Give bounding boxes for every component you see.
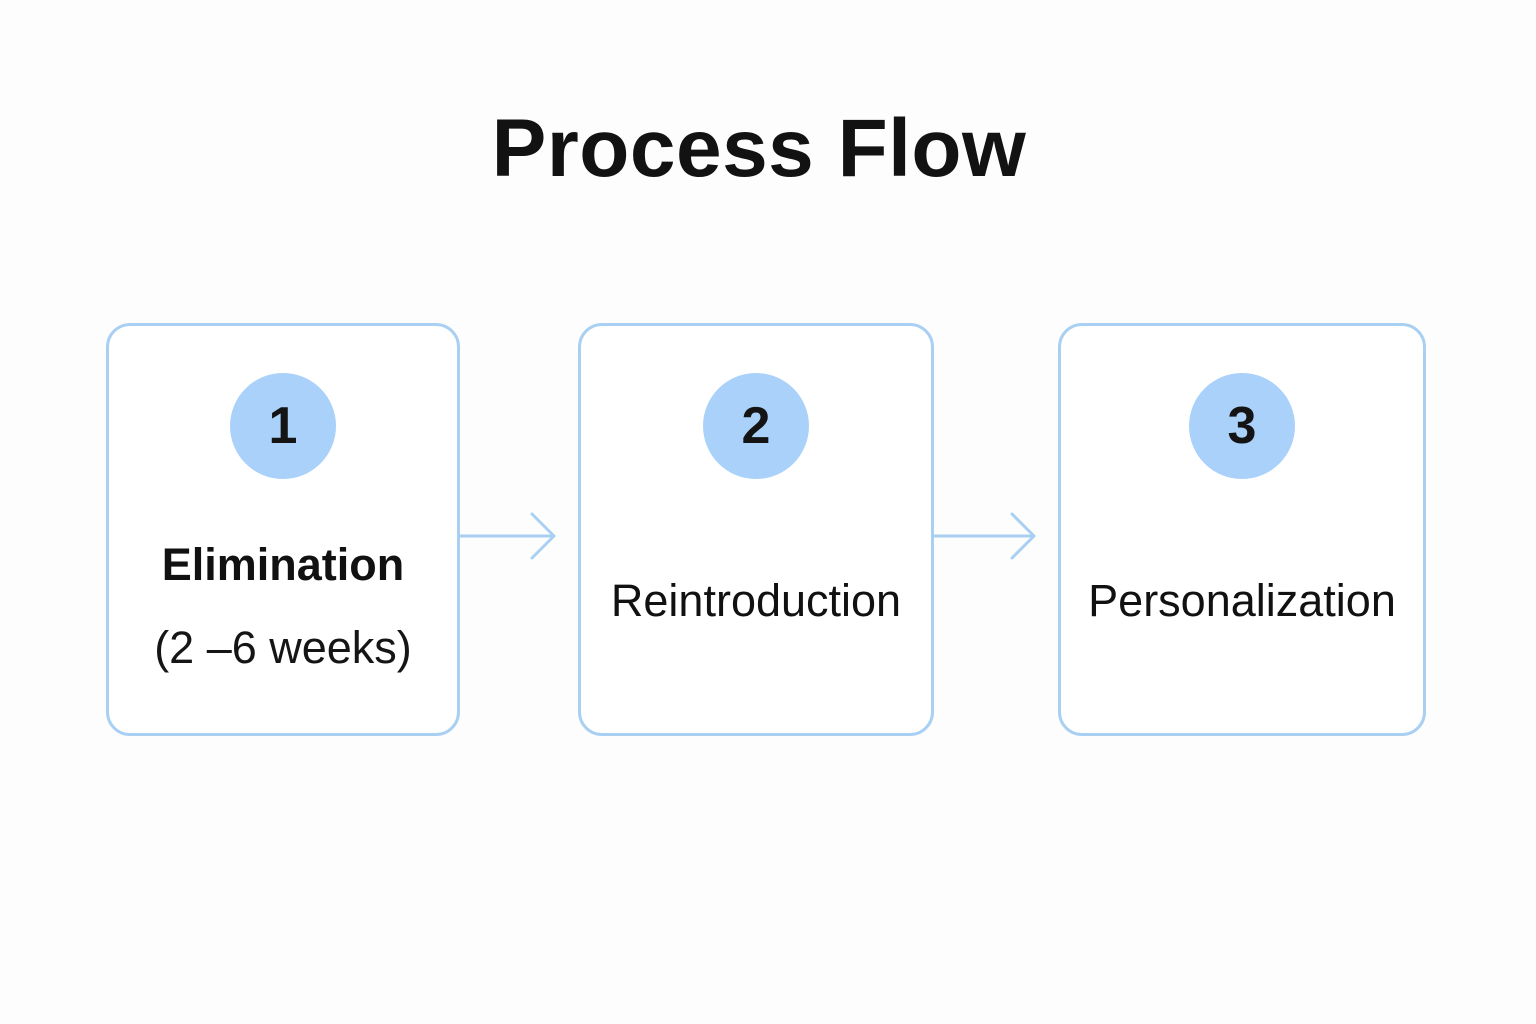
step-box-reintroduction: 2 Reintroduction: [578, 323, 934, 736]
step-number-badge: 3: [1189, 373, 1295, 479]
step-label: Elimination: [161, 539, 405, 590]
step-label: Reintroduction: [610, 575, 902, 626]
arrow-icon-2-to-3: [932, 512, 1036, 560]
step-box-personalization: 3 Personalization: [1058, 323, 1426, 736]
arrow-icon-1-to-2: [458, 512, 556, 560]
step-duration: (2 –6 weeks): [154, 622, 412, 673]
step-number-badge: 1: [230, 373, 336, 479]
step-label: Personalization: [1088, 575, 1396, 626]
diagram-title: Process Flow: [491, 103, 1027, 194]
step-box-elimination: 1 Elimination (2 –6 weeks): [106, 323, 460, 736]
step-number-badge: 2: [703, 373, 809, 479]
